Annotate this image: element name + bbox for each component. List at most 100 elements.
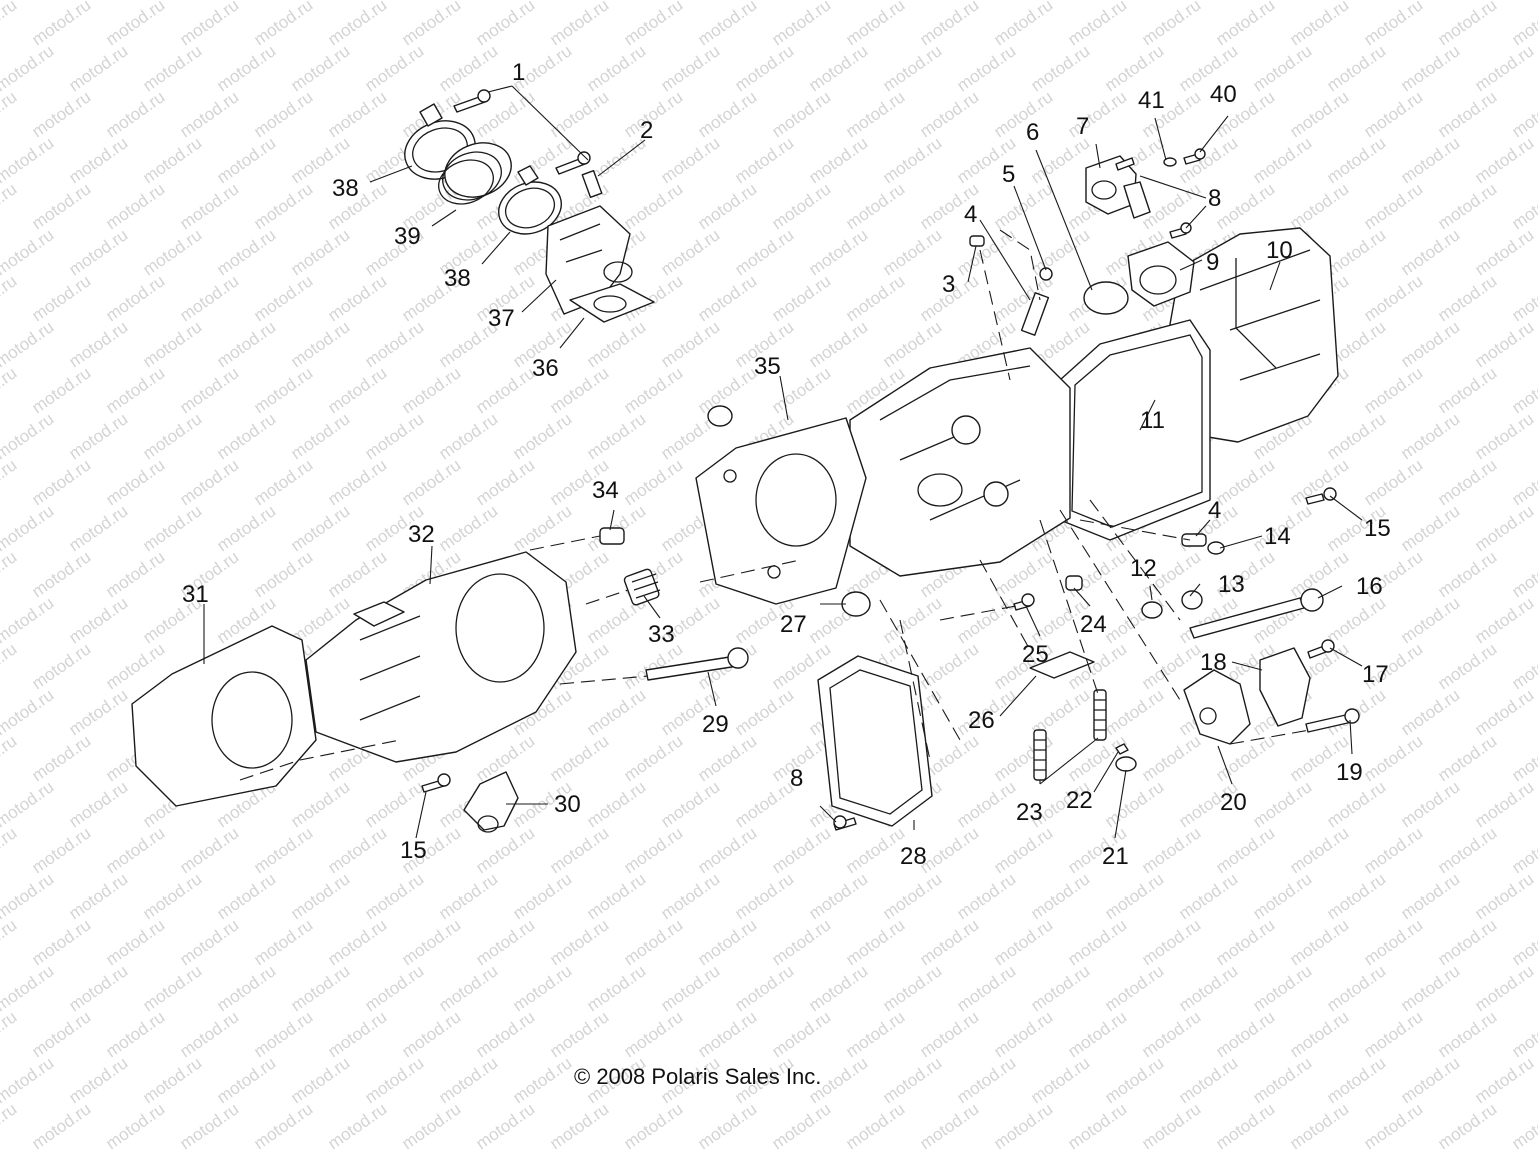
watermark-text: motod.ru	[620, 731, 686, 785]
watermark-text: motod.ru	[1360, 455, 1426, 509]
watermark-text: motod.ru	[1323, 1053, 1389, 1107]
watermark-text: motod.ru	[509, 1053, 575, 1107]
callout-30: 30	[554, 791, 581, 818]
watermark-text: motod.ru	[1286, 0, 1352, 49]
watermark-text: motod.ru	[1249, 1053, 1315, 1107]
watermark-text: motod.ru	[361, 41, 427, 95]
watermark-text: motod.ru	[953, 869, 1019, 923]
watermark-text: motod.ru	[1138, 915, 1204, 969]
watermark-text: motod.ru	[1471, 1053, 1537, 1107]
watermark-text: motod.ru	[1027, 225, 1093, 279]
watermark-text: motod.ru	[916, 639, 982, 693]
callout-labels: 1 2 3 4 5 6 7 8 9 10 11 12 13 14 15 16 1…	[182, 59, 1391, 870]
watermark-text: motod.ru	[28, 731, 94, 785]
watermark-text: motod.ru	[102, 179, 168, 233]
bolt-8-lower	[833, 815, 857, 831]
watermark-text: motod.ru	[65, 869, 131, 923]
watermark-text: motod.ru	[1471, 685, 1537, 739]
watermark-text: motod.ru	[1249, 777, 1315, 831]
watermark-text: motod.ru	[139, 317, 205, 371]
watermark-text: motod.ru	[1434, 731, 1500, 785]
watermark-text: motod.ru	[139, 41, 205, 95]
watermark-text: motod.ru	[1064, 1007, 1130, 1061]
watermark-text: motod.ru	[546, 1099, 612, 1153]
watermark-text: motod.ru	[1397, 501, 1463, 555]
tensioner-20	[1183, 669, 1251, 745]
watermark-text: motod.ru	[1508, 179, 1538, 233]
callout-27: 27	[780, 611, 807, 638]
watermark-text: motod.ru	[213, 1053, 279, 1107]
bolt-7-screw	[1115, 157, 1135, 171]
watermark-text: motod.ru	[287, 409, 353, 463]
watermark-text: motod.ru	[1286, 1007, 1352, 1061]
watermark-text: motod.ru	[250, 179, 316, 233]
watermark-text: motod.ru	[213, 961, 279, 1015]
watermark-text: motod.ru	[1471, 409, 1537, 463]
watermark-text: motod.ru	[28, 823, 94, 877]
watermark-text: motod.ru	[805, 961, 871, 1015]
watermark-text: motod.ru	[1360, 915, 1426, 969]
watermark-text: motod.ru	[731, 685, 797, 739]
watermark-text: motod.ru	[1138, 1007, 1204, 1061]
watermark-text: motod.ru	[805, 133, 871, 187]
watermark-text: motod.ru	[1323, 869, 1389, 923]
watermark-text: motod.ru	[102, 1007, 168, 1061]
watermark-text: motod.ru	[361, 317, 427, 371]
watermark-text: motod.ru	[805, 317, 871, 371]
watermark-text: motod.ru	[990, 0, 1056, 49]
watermark-text: motod.ru	[1286, 915, 1352, 969]
watermark-text: motod.ru	[1397, 777, 1463, 831]
watermark-text: motod.ru	[28, 547, 94, 601]
watermark-text: motod.ru	[1360, 0, 1426, 49]
callout-7: 7	[1076, 113, 1089, 140]
watermark-text: motod.ru	[28, 271, 94, 325]
watermark-text: motod.ru	[324, 0, 390, 49]
callout-19: 19	[1336, 759, 1363, 786]
watermark-text: motod.ru	[805, 41, 871, 95]
watermark-text: motod.ru	[1360, 1099, 1426, 1153]
watermark-text: motod.ru	[1323, 133, 1389, 187]
watermark-text: motod.ru	[472, 1099, 538, 1153]
watermark-text: motod.ru	[546, 731, 612, 785]
watermark-text: motod.ru	[176, 1007, 242, 1061]
callout-8: 8	[1208, 185, 1221, 212]
callout-40: 40	[1210, 81, 1237, 108]
tube-4	[1020, 292, 1050, 336]
intake-boot-39	[438, 142, 512, 205]
watermark-text: motod.ru	[583, 685, 649, 739]
bolt-16	[1189, 588, 1324, 639]
callout-10: 10	[1266, 237, 1293, 264]
callout-14: 14	[1264, 523, 1291, 550]
watermark-text: motod.ru	[916, 87, 982, 141]
watermark-text: motod.ru	[102, 915, 168, 969]
watermark-text: motod.ru	[176, 271, 242, 325]
watermark-text: motod.ru	[731, 869, 797, 923]
watermark-text: motod.ru	[28, 455, 94, 509]
watermark-text: motod.ru	[1212, 179, 1278, 233]
watermark-text: motod.ru	[1397, 409, 1463, 463]
watermark-text: motod.ru	[250, 823, 316, 877]
watermark-text: motod.ru	[620, 363, 686, 417]
watermark-text: motod.ru	[0, 179, 20, 233]
watermark-text: motod.ru	[842, 0, 908, 49]
watermark-text: motod.ru	[731, 777, 797, 831]
watermark-text: motod.ru	[65, 41, 131, 95]
ring-14	[1207, 541, 1225, 555]
watermark-text: motod.ru	[287, 225, 353, 279]
watermark-text: motod.ru	[990, 915, 1056, 969]
watermark-text: motod.ru	[546, 823, 612, 877]
watermark-text: motod.ru	[0, 271, 20, 325]
watermark-text: motod.ru	[0, 823, 20, 877]
watermark-text: motod.ru	[213, 869, 279, 923]
watermark-text: motod.ru	[1323, 409, 1389, 463]
watermark-text: motod.ru	[916, 1099, 982, 1153]
retainer-21	[1115, 756, 1137, 772]
watermark-text: motod.ru	[1360, 87, 1426, 141]
watermark-text: motod.ru	[472, 363, 538, 417]
watermark-text: motod.ru	[657, 777, 723, 831]
watermark-text: motod.ru	[1138, 0, 1204, 49]
watermark-text: motod.ru	[1175, 869, 1241, 923]
side-cover-28	[817, 655, 933, 827]
watermark-text: motod.ru	[1397, 225, 1463, 279]
washer-12	[1141, 601, 1163, 619]
